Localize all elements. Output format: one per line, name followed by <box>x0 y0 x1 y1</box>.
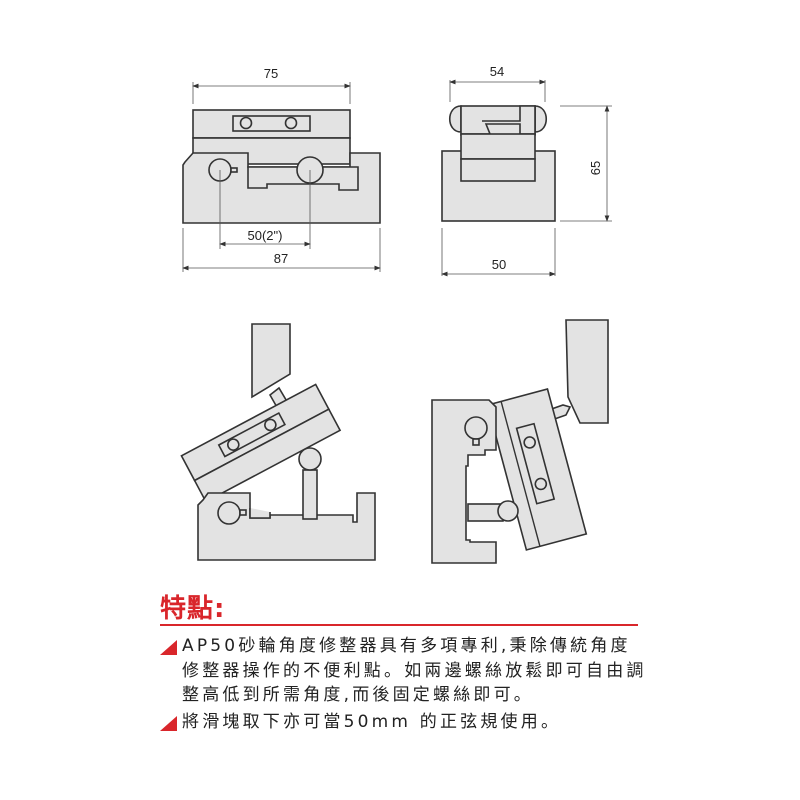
front-view: 75 50(2") 87 <box>182 66 381 272</box>
feature-item: AP50砂輪角度修整器具有多項專利,秉除傳統角度修整器操作的不便利點。如兩邊螺絲… <box>160 634 650 708</box>
feature-text: 將滑塊取下亦可當50mm 的正弦規使用。 <box>182 711 562 732</box>
side-view: 54 65 50 <box>441 64 612 277</box>
dim-54: 54 <box>490 64 504 79</box>
dim-50: 50 <box>492 257 506 272</box>
red-triangle-icon <box>160 715 177 731</box>
dim-50-2in: 50(2") <box>248 228 283 243</box>
heading-divider <box>160 624 638 626</box>
usage-view-horizontal <box>180 323 376 561</box>
usage-view-vertical <box>431 319 609 564</box>
feature-text: AP50砂輪角度修整器具有多項專利,秉除傳統角度修整器操作的不便利點。如兩邊螺絲… <box>182 636 647 705</box>
technical-drawings: 75 50(2") 87 54 <box>180 64 612 564</box>
feature-item: 將滑塊取下亦可當50mm 的正弦規使用。 <box>160 710 650 735</box>
dim-75: 75 <box>264 66 278 81</box>
features-list: AP50砂輪角度修整器具有多項專利,秉除傳統角度修整器操作的不便利點。如兩邊螺絲… <box>160 634 650 734</box>
dim-87: 87 <box>274 251 288 266</box>
dim-65: 65 <box>588 161 603 175</box>
features-heading: 特點: <box>160 594 226 624</box>
red-triangle-icon <box>160 640 177 655</box>
